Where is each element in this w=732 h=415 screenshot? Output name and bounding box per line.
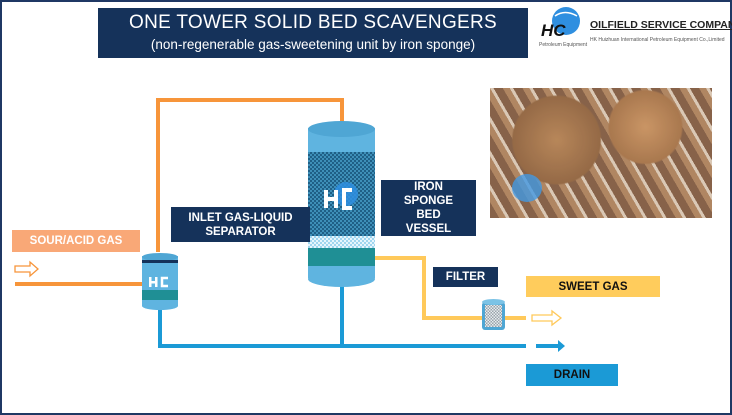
iron-sponge-vessel — [308, 121, 375, 287]
svg-text:HC: HC — [541, 21, 566, 40]
page-subtitle: (non-regenerable gas-sweetening unit by … — [150, 37, 476, 52]
page-title: ONE TOWER SOLID BED SCAVENGERS — [129, 12, 497, 33]
drain-pipe — [158, 308, 526, 348]
drain-label: DRAIN — [526, 364, 618, 386]
company-full-name: HK Huizhuan International Petroleum Equi… — [590, 37, 725, 43]
sweet-gas-pipe — [375, 256, 526, 320]
company-name: OILFIELD SERVICE COMPANY — [590, 19, 732, 31]
inlet-separator-label: INLET GAS-LIQUID SEPARATOR — [171, 207, 310, 242]
vessel-logo-icon — [324, 182, 358, 210]
iron-sponge-label: IRON SPONGE BED VESSEL — [381, 180, 476, 236]
sweet-gas-label: SWEET GAS — [526, 276, 660, 297]
sweet-gas-arrow-icon — [531, 309, 563, 327]
filter-vessel — [482, 299, 505, 330]
drain-arrow-icon — [536, 340, 565, 352]
title-box: ONE TOWER SOLID BED SCAVENGERS (non-rege… — [98, 8, 528, 58]
separator-gas-outlet-pipe — [156, 98, 344, 252]
company-logo-icon: HC — [538, 6, 584, 40]
photo-logo-icon — [512, 174, 542, 202]
filter-label: FILTER — [433, 267, 498, 287]
logo-caption: Petroleum Equipment — [539, 42, 588, 48]
inlet-separator-vessel — [142, 253, 178, 310]
separator-logo-icon — [149, 276, 168, 288]
sour-gas-arrow-icon — [14, 260, 39, 278]
iron-sponge-photo — [490, 88, 712, 218]
sour-gas-label: SOUR/ACID GAS — [12, 230, 140, 252]
